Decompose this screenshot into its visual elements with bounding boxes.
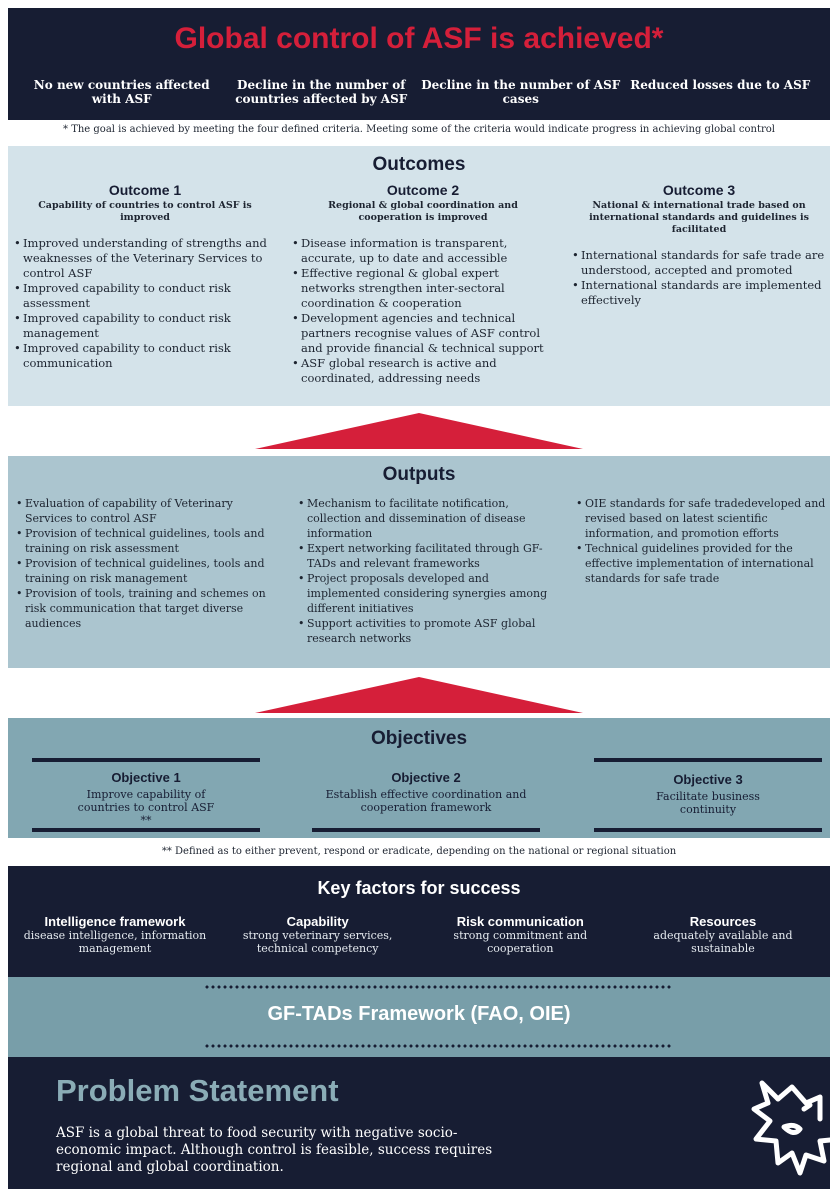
- objective-title: Objective 2: [391, 770, 461, 785]
- key-factor-text: strong veterinary services, technical co…: [242, 929, 393, 955]
- goal-footnote: * The goal is achieved by meeting the fo…: [63, 124, 775, 135]
- goal-criterion: Decline in the number of ASF cases: [421, 78, 621, 106]
- objective-2: Objective 2 Establish effective coordina…: [312, 758, 540, 832]
- list-item: Effective regional & global expert netwo…: [292, 266, 554, 311]
- key-factors-row: Intelligence framework disease intellige…: [20, 914, 818, 955]
- list-item: Technical guidelines provided for the ef…: [576, 541, 828, 586]
- objective-text: Improve capability of countries to contr…: [77, 788, 215, 827]
- list-item: Provision of technical guidelines, tools…: [16, 556, 276, 586]
- objectives-section: Objectives Objective 1 Improve capabilit…: [8, 718, 830, 838]
- list-item: Provision of tools, training and schemes…: [16, 586, 276, 631]
- outputs-section: Outputs Evaluation of capability of Vete…: [8, 456, 830, 668]
- key-factors-section: Key factors for success Intelligence fra…: [8, 866, 830, 977]
- list-item: Disease information is transparent, accu…: [292, 236, 554, 266]
- divider: [32, 828, 260, 832]
- outcome-title: Outcome 2: [386, 182, 460, 198]
- outcome-title: Outcome 3: [662, 182, 736, 198]
- objectives-footnote: ** Defined as to either prevent, respond…: [161, 846, 677, 857]
- divider: [312, 828, 540, 832]
- outcome-subtitle: National & international trade based on …: [589, 200, 809, 235]
- key-factor: Risk communication strong commitment and…: [425, 914, 615, 955]
- objective-3: Objective 3 Facilitate business continui…: [594, 758, 822, 832]
- outcome-bullets: International standards for safe trade a…: [572, 248, 826, 308]
- dotted-divider: [204, 985, 672, 989]
- goal-criterion: No new countries affected with ASF: [33, 78, 210, 106]
- problem-text: ASF is a global threat to food security …: [56, 1125, 493, 1175]
- list-item: Improved capability to conduct risk mana…: [14, 311, 276, 341]
- key-factor-title: Capability: [286, 914, 349, 929]
- list-item: Provision of technical guidelines, tools…: [16, 526, 276, 556]
- key-factor-title: Resources: [689, 914, 757, 929]
- framework-title: GF-TADs Framework (FAO, OIE): [267, 1003, 571, 1025]
- divider: [32, 758, 260, 762]
- goal-criteria: No new countries affected with ASF Decli…: [22, 78, 820, 106]
- list-item: Improved capability to conduct risk asse…: [14, 281, 276, 311]
- list-item: Improved understanding of strengths and …: [14, 236, 276, 281]
- list-item: International standards are implemented …: [572, 278, 826, 308]
- framework-section: GF-TADs Framework (FAO, OIE): [8, 977, 830, 1057]
- list-item: Expert networking facilitated through GF…: [298, 541, 556, 571]
- list-item: Evaluation of capability of Veterinary S…: [16, 496, 276, 526]
- outputs-column-3: OIE standards for safe tradedeveloped an…: [576, 496, 828, 586]
- outcome-subtitle: Capability of countries to control ASF i…: [38, 200, 252, 223]
- key-factor-text: adequately available and sustainable: [653, 929, 793, 955]
- key-factor-title: Risk communication: [456, 914, 584, 929]
- list-item: Mechanism to facilitate notification, co…: [298, 496, 556, 541]
- outcomes-title: Outcomes: [372, 154, 466, 175]
- outputs-bullets: Mechanism to facilitate notification, co…: [298, 496, 556, 646]
- outcome-1: Outcome 1 Capability of countries to con…: [14, 182, 276, 371]
- arrow-up-icon: [255, 413, 583, 449]
- goal-criterion: Decline in the number of countries affec…: [235, 78, 408, 106]
- list-item: Improved capability to conduct risk comm…: [14, 341, 276, 371]
- outcome-title: Outcome 1: [108, 182, 182, 198]
- objective-1: Objective 1 Improve capability of countr…: [32, 758, 260, 832]
- objective-title: Objective 1: [111, 770, 181, 785]
- outcome-2: Outcome 2 Regional & global coordination…: [292, 182, 554, 386]
- divider: [594, 828, 822, 832]
- key-factor: Capability strong veterinary services, t…: [223, 914, 413, 955]
- objective-title: Objective 3: [673, 772, 743, 787]
- outputs-bullets: Evaluation of capability of Veterinary S…: [16, 496, 276, 631]
- goal-banner: Global control of ASF is achieved* No ne…: [8, 8, 830, 120]
- dotted-divider: [204, 1044, 672, 1048]
- outcome-subtitle: Regional & global coordination and coope…: [328, 200, 518, 223]
- list-item: Support activities to promote ASF global…: [298, 616, 556, 646]
- goal-criterion: Reduced losses due to ASF: [630, 78, 811, 92]
- key-factor-title: Intelligence framework: [44, 914, 186, 929]
- problem-statement-section: Problem Statement ASF is a global threat…: [8, 1057, 830, 1189]
- objectives-title: Objectives: [370, 728, 468, 749]
- objective-text: Facilitate business continuity: [656, 790, 760, 816]
- list-item: International standards for safe trade a…: [572, 248, 826, 278]
- goal-title: Global control of ASF is achieved*: [174, 22, 664, 55]
- problem-title: Problem Statement: [56, 1073, 339, 1108]
- list-item: OIE standards for safe tradedeveloped an…: [576, 496, 828, 541]
- key-factor: Intelligence framework disease intellige…: [20, 914, 210, 955]
- outputs-column-1: Evaluation of capability of Veterinary S…: [16, 496, 276, 631]
- outcome-bullets: Disease information is transparent, accu…: [292, 236, 554, 386]
- key-factor: Resources adequately available and susta…: [628, 914, 818, 955]
- outcome-3: Outcome 3 National & international trade…: [572, 182, 826, 308]
- list-item: Development agencies and technical partn…: [292, 311, 554, 356]
- outcomes-section: Outcomes Outcome 1 Capability of countri…: [8, 146, 830, 406]
- key-factor-text: strong commitment and cooperation: [453, 929, 588, 955]
- outcome-bullets: Improved understanding of strengths and …: [14, 236, 276, 371]
- list-item: ASF global research is active and coordi…: [292, 356, 554, 386]
- objective-text: Establish effective coordination and coo…: [325, 788, 527, 814]
- key-factors-title: Key factors for success: [317, 878, 521, 898]
- key-factor-text: disease intelligence, information manage…: [23, 929, 207, 955]
- outputs-bullets: OIE standards for safe tradedeveloped an…: [576, 496, 828, 586]
- divider: [594, 758, 822, 762]
- list-item: Project proposals developed and implemen…: [298, 571, 556, 616]
- arrow-up-icon: [255, 677, 583, 713]
- outputs-title: Outputs: [382, 464, 456, 485]
- boar-head-icon: [751, 1080, 830, 1176]
- outputs-column-2: Mechanism to facilitate notification, co…: [298, 496, 556, 646]
